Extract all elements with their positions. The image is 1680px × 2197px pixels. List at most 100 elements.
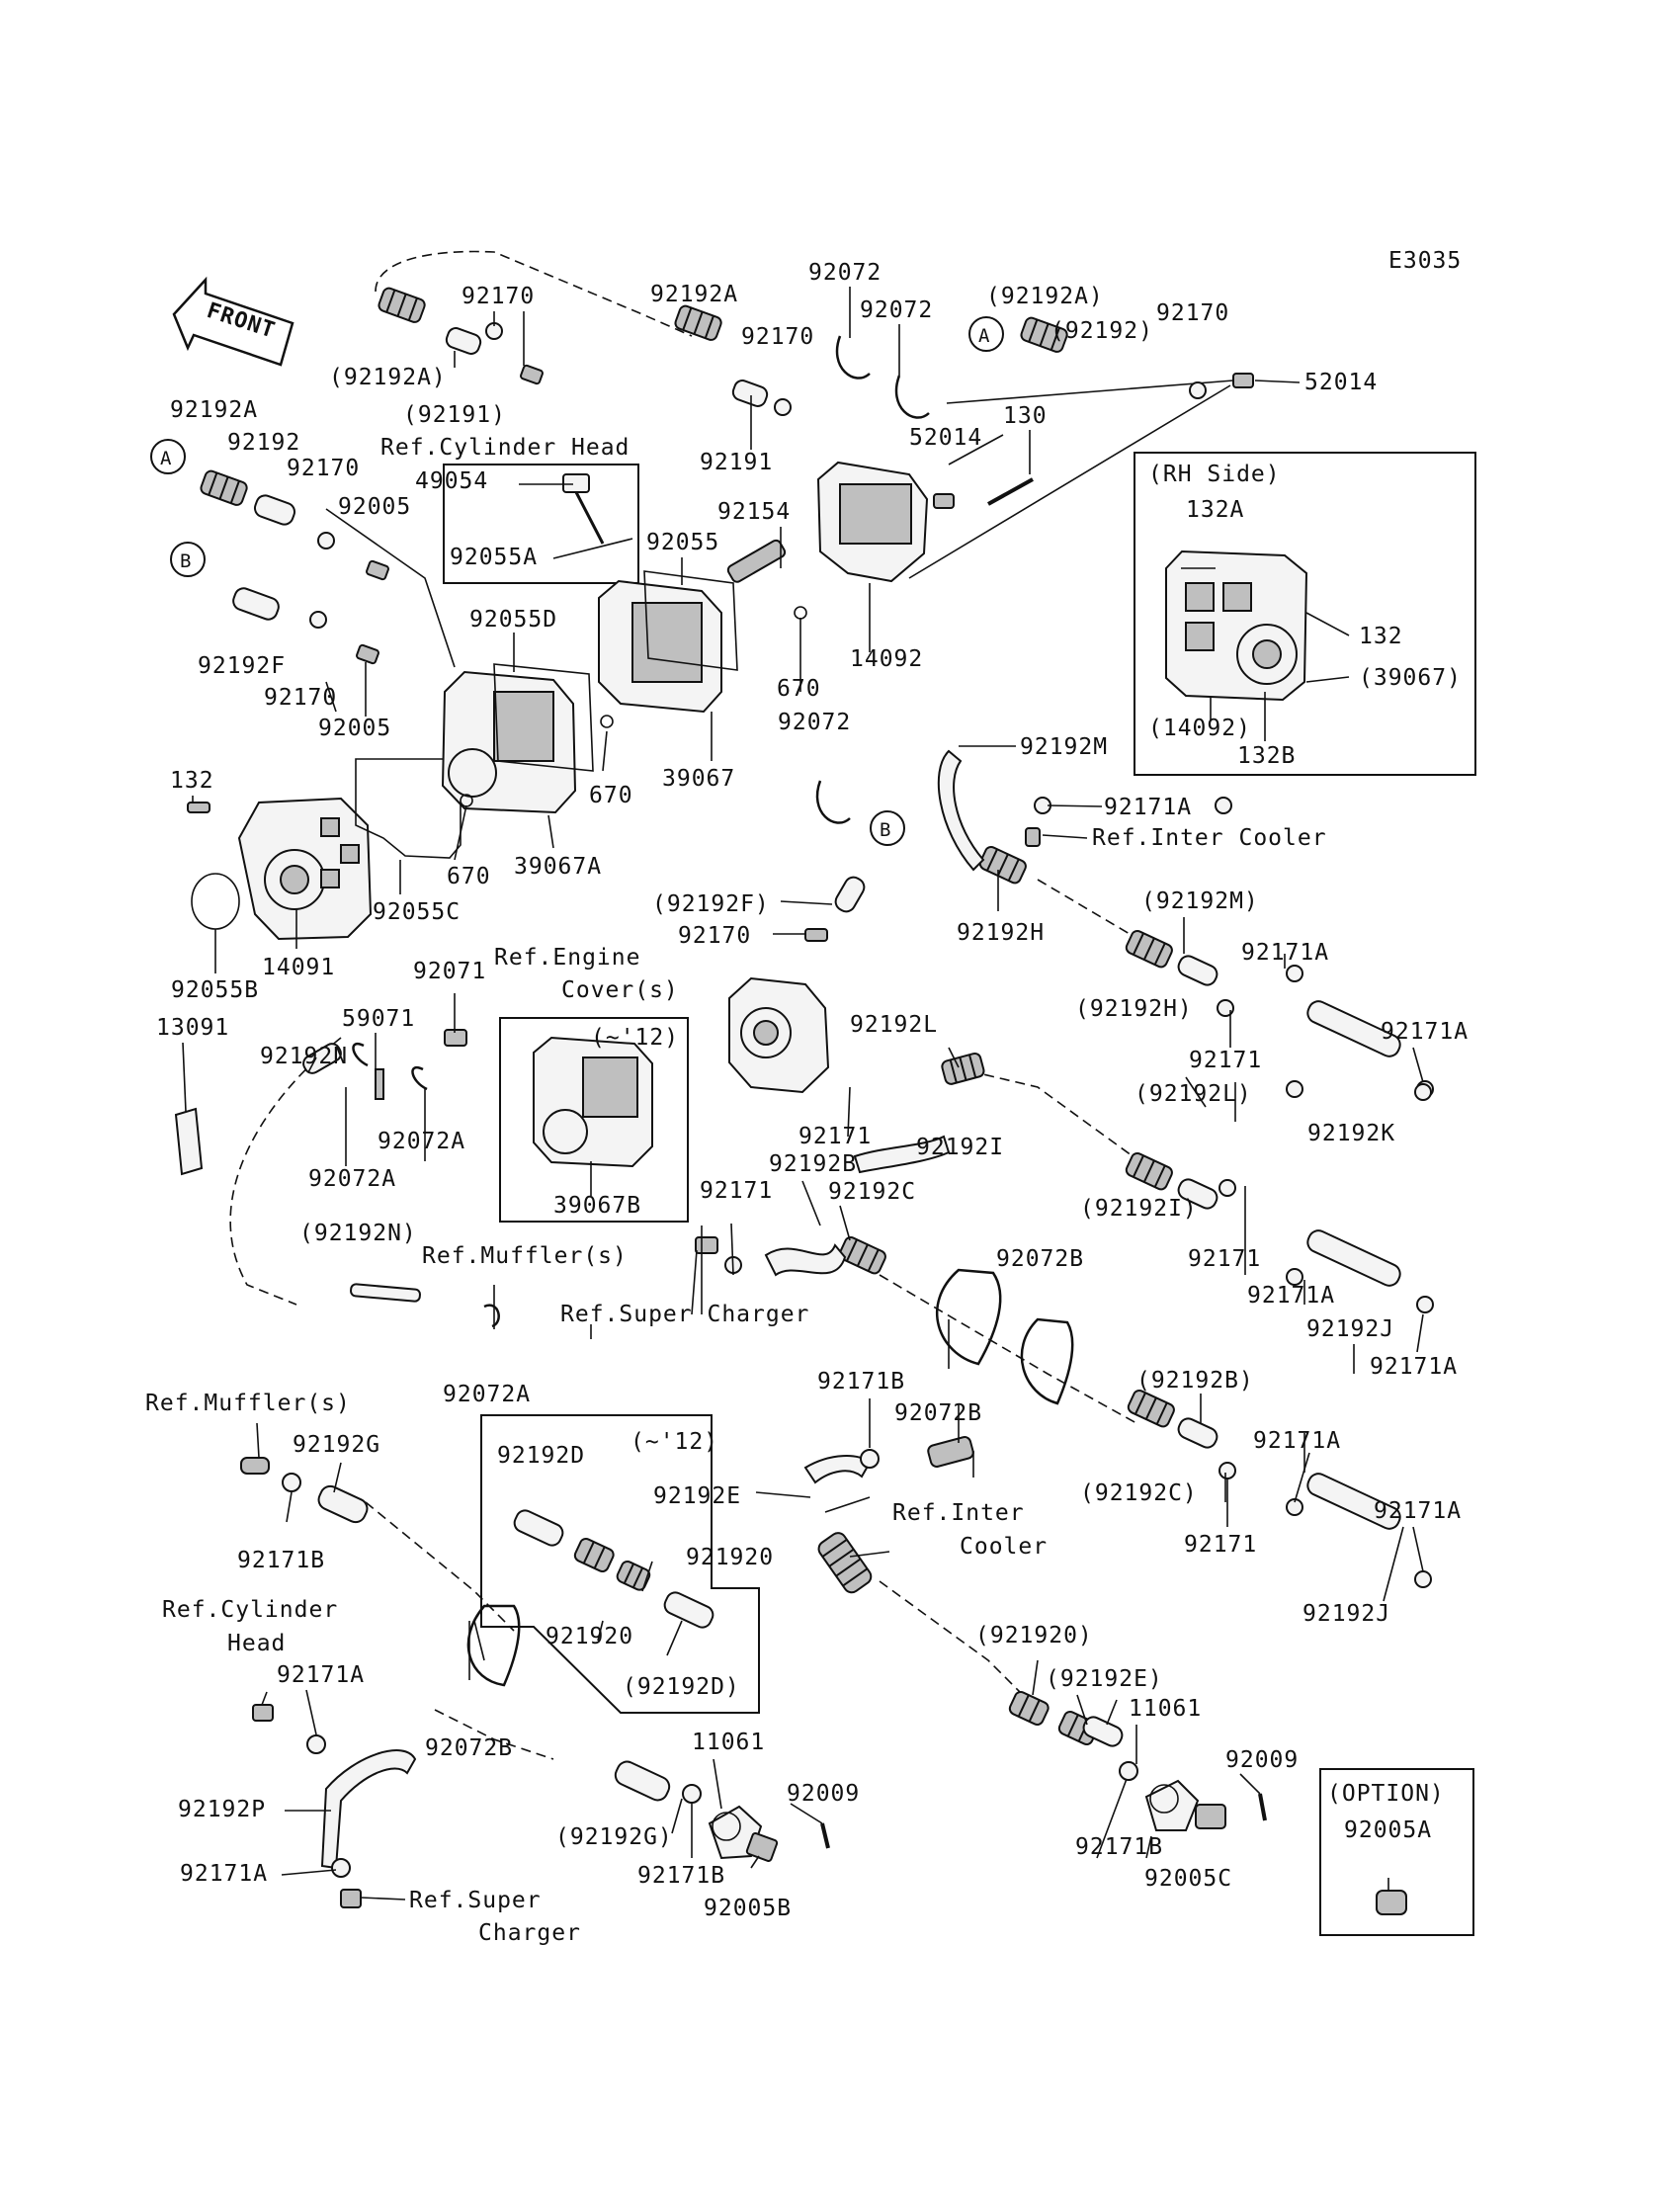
label: 92171A — [1253, 1428, 1341, 1454]
label: (RH Side) — [1148, 462, 1281, 487]
label: 92171A — [1381, 1019, 1469, 1045]
label: (92192N) — [299, 1221, 417, 1246]
coil-springs — [200, 287, 1175, 1745]
svg-text:A: A — [160, 448, 172, 469]
label: 92192B — [769, 1151, 857, 1177]
label: 14091 — [262, 955, 335, 980]
label: 92005C — [1144, 1866, 1232, 1892]
label: (14092) — [1148, 716, 1251, 741]
label: 92192M — [1020, 734, 1108, 760]
label: 49054 — [415, 468, 488, 494]
o-ring-92055b — [191, 873, 240, 930]
option-box — [1319, 1768, 1474, 1936]
label: 92009 — [1225, 1747, 1299, 1773]
label: 92071 — [413, 959, 486, 984]
label: 92192I — [916, 1135, 1004, 1160]
label: 92191 — [700, 450, 773, 475]
label: 132 — [170, 768, 214, 794]
label: (92192A) — [986, 284, 1104, 309]
label: Cover(s) — [561, 977, 679, 1003]
label: 92171A — [180, 1861, 268, 1887]
label: (92192E) — [1046, 1666, 1163, 1692]
label: 52014 — [1304, 370, 1378, 395]
label: 92171A — [1370, 1354, 1458, 1380]
label: 39067 — [662, 766, 735, 792]
label: 92171B — [637, 1863, 725, 1889]
label: 92171B — [817, 1369, 905, 1394]
label: (921920) — [975, 1623, 1093, 1648]
label: 92171B — [1075, 1834, 1163, 1860]
label: 92055B — [171, 977, 259, 1003]
cover-39067a — [441, 670, 577, 814]
label: (92192C) — [1080, 1480, 1198, 1506]
label: 92192P — [178, 1797, 266, 1822]
label: 670 — [589, 783, 633, 808]
label: Ref.Cylinder — [162, 1597, 338, 1623]
label: 92192C — [828, 1179, 916, 1205]
label: (~'12) — [591, 1025, 679, 1051]
label: 92072 — [860, 297, 933, 323]
label: (92192M) — [1141, 888, 1259, 914]
label: 92072A — [443, 1382, 531, 1407]
cover-14092 — [816, 461, 929, 583]
label: 92192J — [1302, 1601, 1390, 1627]
label: (92192L) — [1134, 1081, 1252, 1107]
gasket-92055 — [643, 570, 738, 671]
label: 92072 — [808, 260, 882, 286]
label: Charger — [478, 1920, 581, 1946]
label: 92171 — [1188, 1246, 1261, 1272]
label: 92192H — [957, 920, 1045, 946]
cover-rh-side — [1165, 549, 1308, 702]
label: 92072 — [778, 710, 851, 735]
label: 92171 — [700, 1178, 773, 1204]
label: Ref.Inter Cooler — [1092, 825, 1327, 851]
label: 92072A — [308, 1166, 396, 1192]
label: 92192N — [260, 1044, 348, 1069]
svg-text:B: B — [180, 550, 192, 572]
label: 92005 — [338, 494, 411, 520]
callout-a-right: A — [968, 316, 1004, 352]
label: 670 — [777, 676, 821, 702]
label: 92192F — [198, 653, 286, 679]
label: 92192J — [1306, 1316, 1394, 1342]
label: 92154 — [717, 499, 791, 525]
label: 92005A — [1344, 1817, 1432, 1843]
label: 92055A — [450, 545, 538, 570]
label: 132 — [1359, 624, 1403, 649]
label: 670 — [447, 864, 491, 889]
label: 11061 — [1129, 1696, 1202, 1722]
label: 92171A — [277, 1662, 365, 1688]
label: Head — [227, 1631, 286, 1656]
label: (92192F) — [652, 891, 770, 917]
label: 92192E — [653, 1483, 741, 1509]
label: 92171A — [1374, 1498, 1462, 1524]
label: 92170 — [264, 685, 337, 711]
label: 92171A — [1104, 795, 1192, 820]
label: 132B — [1237, 743, 1296, 769]
gasket-92055d — [493, 663, 594, 772]
label: 92055D — [469, 607, 557, 633]
label: 92192K — [1307, 1121, 1395, 1146]
label: 921920 — [686, 1545, 774, 1570]
label: 92055C — [373, 899, 461, 925]
label: 92192A — [650, 282, 738, 307]
label: Ref.Cylinder Head — [380, 435, 630, 461]
label: (92192H) — [1075, 996, 1193, 1022]
label: 92192A — [170, 397, 258, 423]
label: (92192G) — [555, 1824, 673, 1850]
label: 92072A — [378, 1129, 465, 1154]
callout-a-left: A — [150, 439, 186, 474]
label: 92171 — [798, 1124, 872, 1149]
callout-b-left: B — [170, 542, 206, 577]
cover-14091 — [237, 797, 373, 941]
long-hoses — [320, 749, 1401, 1870]
label: (92192A) — [329, 365, 447, 390]
label: 92072B — [996, 1246, 1084, 1272]
label: 130 — [1003, 403, 1048, 429]
leader-lines — [182, 287, 1424, 1901]
label: 92170 — [678, 923, 751, 949]
sleeves — [232, 327, 1218, 1802]
label: 92171A — [1247, 1283, 1335, 1309]
label: Ref.Muffler(s) — [145, 1391, 351, 1416]
